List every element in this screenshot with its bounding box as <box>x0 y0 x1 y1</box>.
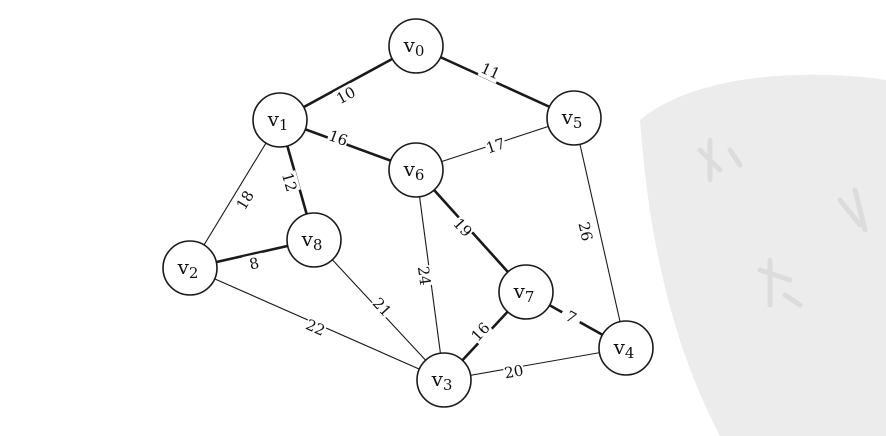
edge-weight-background <box>242 252 266 275</box>
node-v5: v5 <box>546 90 602 146</box>
edge-weight-background <box>483 134 508 158</box>
edge-weight-group: 19 <box>449 214 476 242</box>
node-label: v2 <box>177 255 199 282</box>
watermark-seal <box>640 74 886 436</box>
edge-weight-group: 17 <box>483 134 508 158</box>
node-label-letter: v <box>403 33 416 57</box>
edge-weight-background <box>332 82 360 109</box>
node-label-subscript: 7 <box>525 288 535 306</box>
node-circle <box>252 92 308 148</box>
edge-weight-v6-v3: 24 <box>414 265 434 286</box>
edge-weight-background <box>302 315 329 340</box>
node-label: v0 <box>403 33 425 60</box>
node-label-subscript: 8 <box>313 236 323 254</box>
node-v8: v8 <box>286 212 342 268</box>
node-label: v1 <box>267 107 289 134</box>
node-label-subscript: 1 <box>279 116 289 134</box>
node-label-subscript: 5 <box>573 114 583 132</box>
node-circle <box>388 18 444 74</box>
edge-weight-v5-v6: 17 <box>484 134 508 157</box>
edge-weight-background <box>449 214 476 242</box>
edge-v5-v4 <box>573 117 627 349</box>
node-circle <box>546 90 602 146</box>
node-label: v7 <box>513 279 535 306</box>
node-label-letter: v <box>403 157 416 181</box>
node-label-letter: v <box>267 107 280 131</box>
edge-weight-background <box>413 264 435 287</box>
edge-weight-group: 10 <box>332 82 360 109</box>
edge-weight-v0-v1: 10 <box>333 83 358 108</box>
edge-weight-background <box>368 293 396 321</box>
node-v7: v7 <box>498 264 554 320</box>
edge-weight-background <box>232 187 259 214</box>
node-label-subscript: 2 <box>189 264 199 282</box>
edge-weight-group: 16 <box>325 126 351 151</box>
node-v1: v1 <box>252 92 308 148</box>
edge-weight-group: 26 <box>574 219 597 244</box>
node-v6: v6 <box>388 142 444 198</box>
node-label-subscript: 0 <box>415 42 425 60</box>
edge-weight-v7-v3: 16 <box>468 319 494 345</box>
node-label: v3 <box>431 367 453 394</box>
node-label: v8 <box>301 227 323 254</box>
node-label-letter: v <box>513 279 526 303</box>
watermark-glyph <box>757 257 803 308</box>
node-circle <box>162 240 218 296</box>
node-label-subscript: 3 <box>443 376 453 394</box>
node-circle <box>286 212 342 268</box>
edge-weight-v3-v4: 20 <box>503 361 525 382</box>
node-label-letter: v <box>613 335 626 359</box>
node-label-letter: v <box>431 367 444 391</box>
edge-weight-group: 8 <box>242 252 266 275</box>
edge-weight-group: 16 <box>467 318 495 346</box>
edge-weight-v1-v6: 16 <box>326 126 350 149</box>
node-circle <box>388 142 444 198</box>
node-circle <box>416 352 472 408</box>
edge-weight-background <box>574 219 597 244</box>
edge-weight-background <box>277 170 301 195</box>
node-label: v6 <box>403 157 425 184</box>
edge-weight-v2-v8: 8 <box>248 254 261 274</box>
node-label-letter: v <box>177 255 190 279</box>
edge-weight-group: 7 <box>557 304 585 330</box>
edge-weight-v6-v7: 19 <box>449 214 475 240</box>
watermark-shape <box>640 74 886 436</box>
edge-weight-group: 11 <box>477 58 504 84</box>
edge-weight-background <box>502 361 526 383</box>
node-label-subscript: 4 <box>625 344 635 362</box>
watermark-glyph <box>837 187 868 233</box>
edge-v1-v2 <box>189 119 281 269</box>
edge-weight-group: 21 <box>368 293 396 321</box>
edge-weight-v0-v5: 11 <box>478 59 503 83</box>
edge-v3-v4 <box>443 347 627 381</box>
node-circle <box>498 264 554 320</box>
edge-weight-group: 20 <box>502 361 526 383</box>
edge-weight-background <box>557 304 585 330</box>
edge-weight-v8-v3: 21 <box>369 294 395 320</box>
node-circle <box>598 320 654 376</box>
node-label-letter: v <box>301 227 314 251</box>
node-v2: v2 <box>162 240 218 296</box>
node-v0: v0 <box>388 18 444 74</box>
watermark-glyph <box>697 137 743 183</box>
edge-weight-group: 24 <box>413 264 435 287</box>
edge-weight-background <box>325 126 351 151</box>
node-v4: v4 <box>598 320 654 376</box>
node-v3: v3 <box>416 352 472 408</box>
edge-weight-v5-v4: 26 <box>574 220 596 243</box>
edge-weight-background <box>477 58 504 84</box>
edge-weight-group: 12 <box>277 170 301 195</box>
node-label-letter: v <box>561 105 574 129</box>
node-label: v5 <box>561 105 583 132</box>
node-label-subscript: 6 <box>415 166 425 184</box>
edge-weight-background <box>467 318 495 346</box>
node-label: v4 <box>613 335 635 362</box>
edge-weight-v1-v8: 12 <box>278 171 301 194</box>
